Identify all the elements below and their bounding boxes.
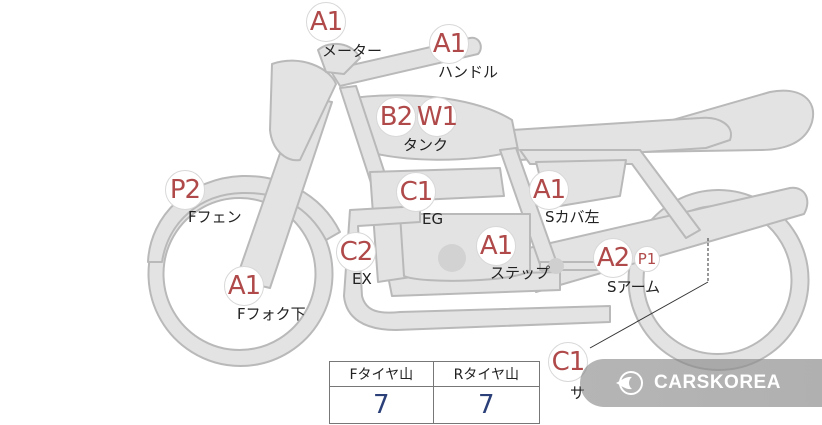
exhaust-pipe xyxy=(343,205,611,331)
label-tank: タンク xyxy=(403,136,449,154)
marker-swing-arm-sub: P1 xyxy=(634,246,660,272)
marker-handle: A1 xyxy=(429,24,469,64)
watermark-text: CARSKOREA xyxy=(654,372,781,393)
label-exhaust: EX xyxy=(352,270,372,288)
engine-case-cover xyxy=(438,244,466,272)
carskorea-watermark: CARSKOREA xyxy=(580,359,822,407)
marker-meter: A1 xyxy=(306,2,346,42)
flame-logo-icon xyxy=(616,371,643,395)
marker-exhaust: C2 xyxy=(336,232,376,272)
headlight xyxy=(269,59,337,162)
meter-body xyxy=(317,42,361,75)
label-fork: Fフォク下 xyxy=(237,305,306,323)
marker-tank-2: W1 xyxy=(417,97,458,137)
marker-side-cover: A1 xyxy=(529,170,569,210)
rear-frame xyxy=(519,149,701,239)
marker-fork: A1 xyxy=(224,266,264,306)
swing-arm-pivot xyxy=(548,258,564,274)
marker-step: A1 xyxy=(476,226,516,266)
front-tread-header: Fタイヤ山 xyxy=(329,361,434,387)
label-swing-arm: Sアーム xyxy=(607,278,661,296)
label-side-cover: Sカバ左 xyxy=(545,208,600,226)
label-fender: Fフェン xyxy=(188,208,242,226)
label-step: ステップ xyxy=(490,264,551,282)
marker-engine: C1 xyxy=(396,172,436,212)
marker-fender: P2 xyxy=(165,170,205,210)
table-header-row: Fタイヤ山 Rタイヤ山 xyxy=(329,361,541,387)
marker-tank-1: B2 xyxy=(376,97,416,137)
label-engine: EG xyxy=(422,210,444,228)
marker-swing-arm: A2 xyxy=(593,238,633,278)
label-meter: メーター xyxy=(322,42,383,60)
rear-tread-value: 7 xyxy=(432,386,541,424)
front-tread-value: 7 xyxy=(329,386,434,424)
table-value-row: 7 7 xyxy=(329,386,541,424)
leader-line xyxy=(589,281,709,349)
label-handle: ハンドル xyxy=(438,63,499,81)
tread-depth-table: Fタイヤ山 Rタイヤ山 7 7 xyxy=(329,361,541,424)
rear-tread-header: Rタイヤ山 xyxy=(432,361,541,387)
